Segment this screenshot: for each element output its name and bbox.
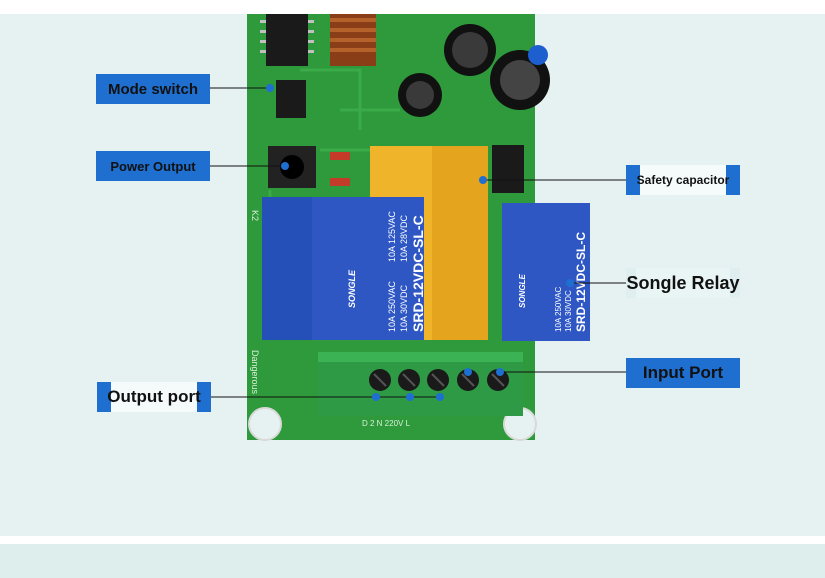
relay-model: SRD-12VDC-SL-C (410, 215, 426, 332)
pointer-dot (496, 368, 504, 376)
label-safety-capacitor: Safety capacitor (626, 165, 740, 195)
relay-rating: 10A 250VAC (387, 281, 397, 332)
bottom-border (0, 536, 825, 544)
antenna-coil (330, 14, 376, 66)
pointer-dot (479, 176, 487, 184)
board-warning-text: Dangerous (250, 350, 260, 395)
label-input-port: Input Port (626, 358, 740, 388)
label-power-output: Power Output (96, 151, 210, 181)
relay-brand: SONGLE (347, 269, 357, 308)
label-songle-relay: Songle Relay (626, 268, 740, 298)
pointer-dot (406, 393, 414, 401)
relay-model: SRD-12VDC-SL-C (574, 232, 588, 332)
songle-relay-right: SRD-12VDC-SL-C 10A 250VAC 10A 30VDC SONG… (502, 203, 590, 341)
pointer-dot (281, 162, 289, 170)
pointer-dot (436, 393, 444, 401)
label-mode-switch-text: Mode switch (107, 80, 198, 98)
relay-rating: 10A 250VAC (554, 287, 563, 332)
bottom-strip (0, 544, 825, 578)
relay-brand: SONGLE (518, 274, 527, 308)
blue-capacitor (528, 45, 548, 65)
label-power-output-text: Power Output (110, 158, 196, 174)
pointer-dot (372, 393, 380, 401)
leader-lines (210, 87, 626, 398)
diode (330, 152, 350, 160)
songle-relay-left: SRD-12VDC-SL-C 10A 250VAC 10A 125VAC 10A… (262, 197, 426, 340)
label-safety-capacitor-text: Safety capacitor (636, 173, 730, 187)
pointer-dot (566, 279, 574, 287)
ic-chip (266, 14, 308, 66)
board-label-k2: K2 (250, 210, 260, 221)
pointer-dot (266, 84, 274, 92)
top-border (0, 0, 825, 14)
relay-rating: 10A 30VDC (564, 290, 573, 332)
relay-rating: 10A 125VAC (387, 211, 397, 262)
terminal-markings: D 2 N 220V L (362, 419, 411, 428)
mounting-hole (248, 407, 282, 441)
mode-switch-chip (276, 80, 306, 118)
relay-rating: 10A 30VDC (399, 284, 409, 332)
jumper-header (492, 145, 524, 193)
label-input-port-text: Input Port (642, 363, 724, 382)
label-output-port-text: Output port (107, 387, 201, 406)
label-mode-switch: Mode switch (96, 74, 210, 104)
pointer-dot (464, 368, 472, 376)
label-songle-relay-text: Songle Relay (626, 272, 740, 293)
diode (330, 178, 350, 186)
label-output-port: Output port (97, 382, 211, 412)
relay-rating: 10A 28VDC (399, 214, 409, 262)
